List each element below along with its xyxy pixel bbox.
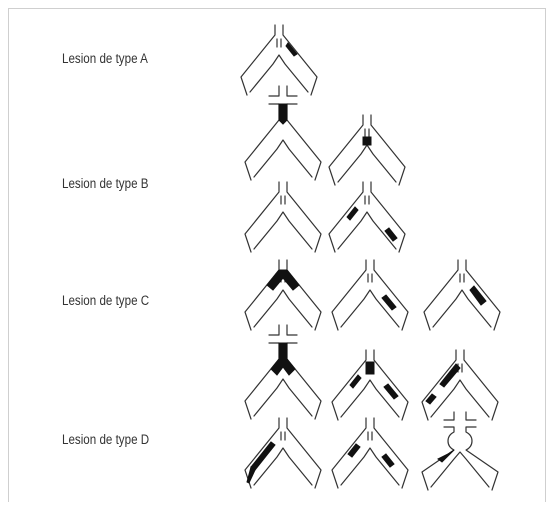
bifurcation-d1 bbox=[244, 324, 322, 420]
bifurcation-b2 bbox=[328, 114, 406, 186]
label-type-d: Lesion de type D bbox=[62, 432, 150, 447]
bifurcation-b3 bbox=[244, 181, 322, 253]
bifurcation-c1 bbox=[244, 259, 322, 331]
bifurcation-b1 bbox=[244, 85, 322, 181]
bifurcation-d2 bbox=[331, 349, 409, 421]
label-type-c: Lesion de type C bbox=[62, 293, 150, 308]
label-type-b: Lesion de type B bbox=[62, 176, 149, 191]
bifurcation-d5 bbox=[331, 417, 409, 489]
bifurcation-a1 bbox=[240, 24, 318, 96]
bifurcation-d3 bbox=[421, 349, 499, 421]
bifurcation-c2 bbox=[331, 259, 409, 331]
bifurcation-c3 bbox=[423, 259, 501, 331]
diagram-frame bbox=[8, 8, 546, 502]
bifurcation-b4 bbox=[328, 181, 406, 253]
bifurcation-d4 bbox=[244, 417, 322, 489]
label-type-a: Lesion de type A bbox=[62, 51, 148, 66]
bifurcation-d6 bbox=[421, 411, 499, 491]
